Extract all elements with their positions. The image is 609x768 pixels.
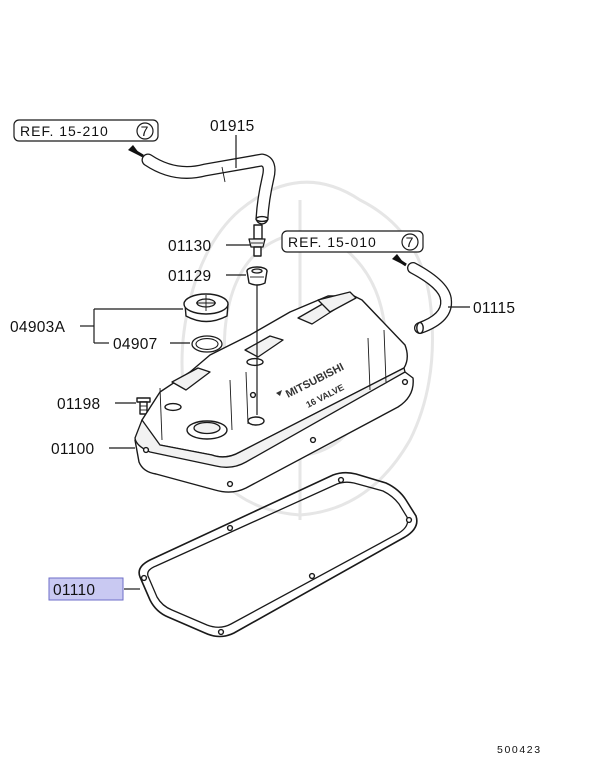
label-01130[interactable]: 01130 — [168, 238, 212, 255]
part-labels: 01915 01130 01129 04903A 04907 01115 011… — [10, 118, 515, 601]
ref-15-210-number: 7 — [141, 123, 150, 139]
cap-gasket-04907[interactable] — [191, 335, 223, 353]
rocker-gasket-01110[interactable] — [138, 471, 418, 638]
highlight-01110 — [48, 577, 124, 601]
oil-filler-cap-04903A[interactable] — [183, 293, 229, 323]
ref-15-210[interactable]: REF. 15-210 7 — [13, 119, 159, 142]
label-01129[interactable]: 01129 — [168, 268, 211, 285]
label-01110[interactable]: 01110 — [53, 582, 95, 599]
label-01915[interactable]: 01915 — [210, 118, 255, 135]
hose-01115[interactable] — [407, 262, 453, 335]
ref-15-010-text: REF. 15-010 — [288, 234, 377, 250]
rocker-cover-01100[interactable]: MITSUBISHI 16 VALVE — [134, 291, 414, 493]
label-01115[interactable]: 01115 — [473, 300, 515, 317]
label-04907[interactable]: 04907 — [113, 336, 158, 353]
grommet-01129[interactable] — [246, 266, 268, 286]
leader-lines — [80, 135, 470, 590]
hose-01915[interactable] — [141, 153, 276, 225]
label-01198[interactable]: 01198 — [57, 396, 100, 413]
label-04903A[interactable]: 04903A — [10, 319, 66, 336]
label-01100[interactable]: 01100 — [51, 441, 95, 458]
pcv-valve-01130[interactable] — [248, 224, 266, 257]
diagram-id: 500423 — [497, 744, 542, 756]
ref-15-010[interactable]: REF. 15-010 7 — [281, 230, 424, 253]
arrow-icon-right — [392, 254, 407, 267]
ref-15-210-text: REF. 15-210 — [20, 123, 109, 139]
bolt-01198[interactable] — [136, 397, 151, 415]
ref-15-010-number: 7 — [406, 234, 415, 250]
arrow-icon-left — [128, 145, 144, 158]
